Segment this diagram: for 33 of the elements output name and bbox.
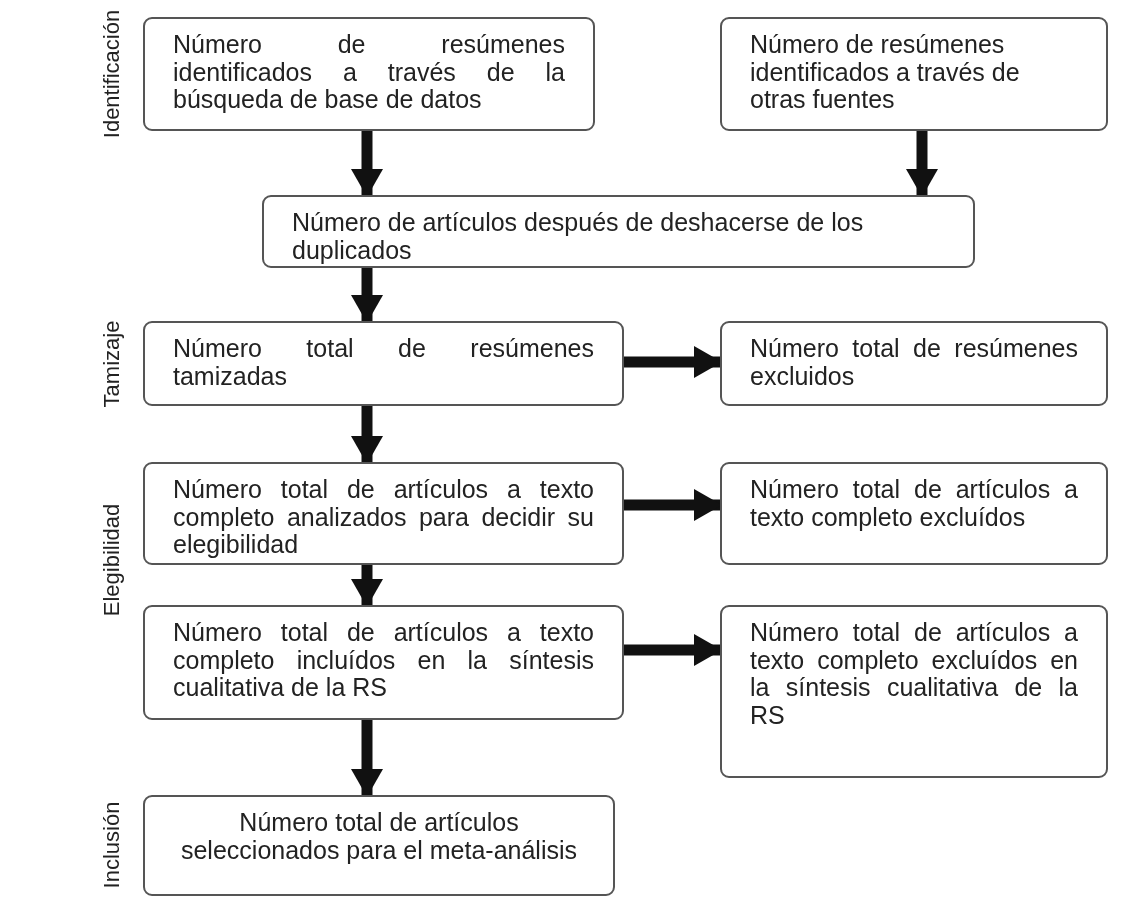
box-text: Número total de artículos a texto completo excluídos: [750, 476, 1078, 531]
block-arrow: [351, 406, 383, 464]
block-arrow: [624, 489, 722, 521]
box-text: Número total de artículos seleccionados para el meta-análisis: [179, 809, 578, 864]
process-box: [143, 17, 595, 131]
box-text: Número total de resúmenes excluidos: [750, 335, 1078, 390]
phase-label: Tamizaje: [99, 320, 125, 408]
process-box: [720, 462, 1108, 565]
process-box: [143, 321, 624, 406]
block-arrow: [624, 634, 722, 666]
process-box: [143, 462, 624, 565]
process-box: [143, 605, 624, 720]
phase-label: Inclusión: [99, 801, 125, 889]
process-box: [143, 795, 615, 896]
box-text: Número de resúmenes identificados a través de la búsqueda de base de datos: [173, 31, 565, 114]
block-arrow: [351, 131, 383, 197]
box-text: Número de artículos después de deshacerse de los duplicados: [292, 209, 865, 264]
box-text: Número total de artículos a texto completo excluídos en la síntesis cualitativa de la RS: [750, 619, 1078, 729]
block-arrow: [624, 346, 722, 378]
box-text: Número total de artículos a texto completo incluídos en la síntesis cualitativa de la RS: [173, 619, 594, 702]
block-arrow: [906, 131, 938, 197]
process-box: [262, 195, 975, 268]
process-box: [720, 605, 1108, 778]
block-arrow: [351, 268, 383, 323]
phase-label: Elegibilidad: [99, 503, 125, 617]
block-arrow: [351, 720, 383, 797]
process-box: [720, 321, 1108, 406]
phase-label: Identificación: [99, 9, 125, 139]
box-text: Número total de resúmenes tamizadas: [173, 335, 594, 390]
box-text: Número total de artículos a texto completo analizados para decidir su elegibilidad: [173, 476, 594, 559]
block-arrow: [351, 565, 383, 607]
process-box: [720, 17, 1108, 131]
box-text: Número de resúmenes identificados a través de otras fuentes: [750, 31, 1021, 114]
